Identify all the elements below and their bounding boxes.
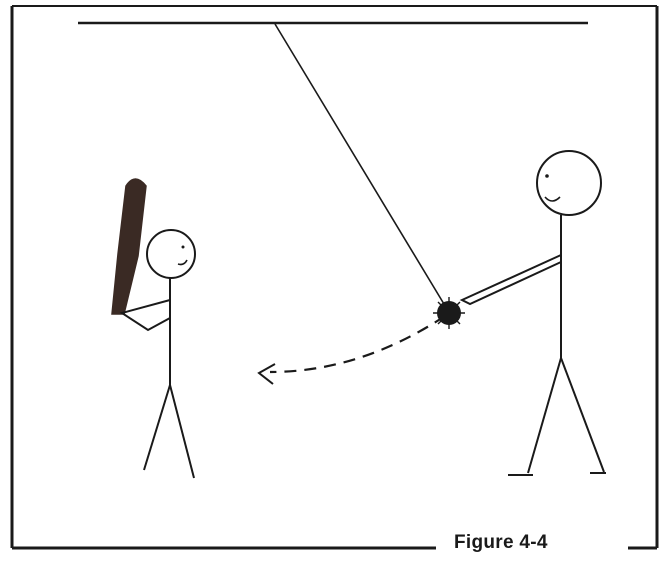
arrowhead-icon — [259, 364, 275, 384]
figure-caption: Figure 4-4 — [454, 532, 548, 554]
ball-trajectory — [270, 316, 445, 372]
tether-string-icon — [275, 24, 447, 309]
ball-icon — [433, 297, 465, 329]
batter-stick-figure-icon — [112, 179, 195, 478]
pitcher-stick-figure-icon — [462, 151, 606, 475]
bat-icon — [112, 179, 146, 314]
